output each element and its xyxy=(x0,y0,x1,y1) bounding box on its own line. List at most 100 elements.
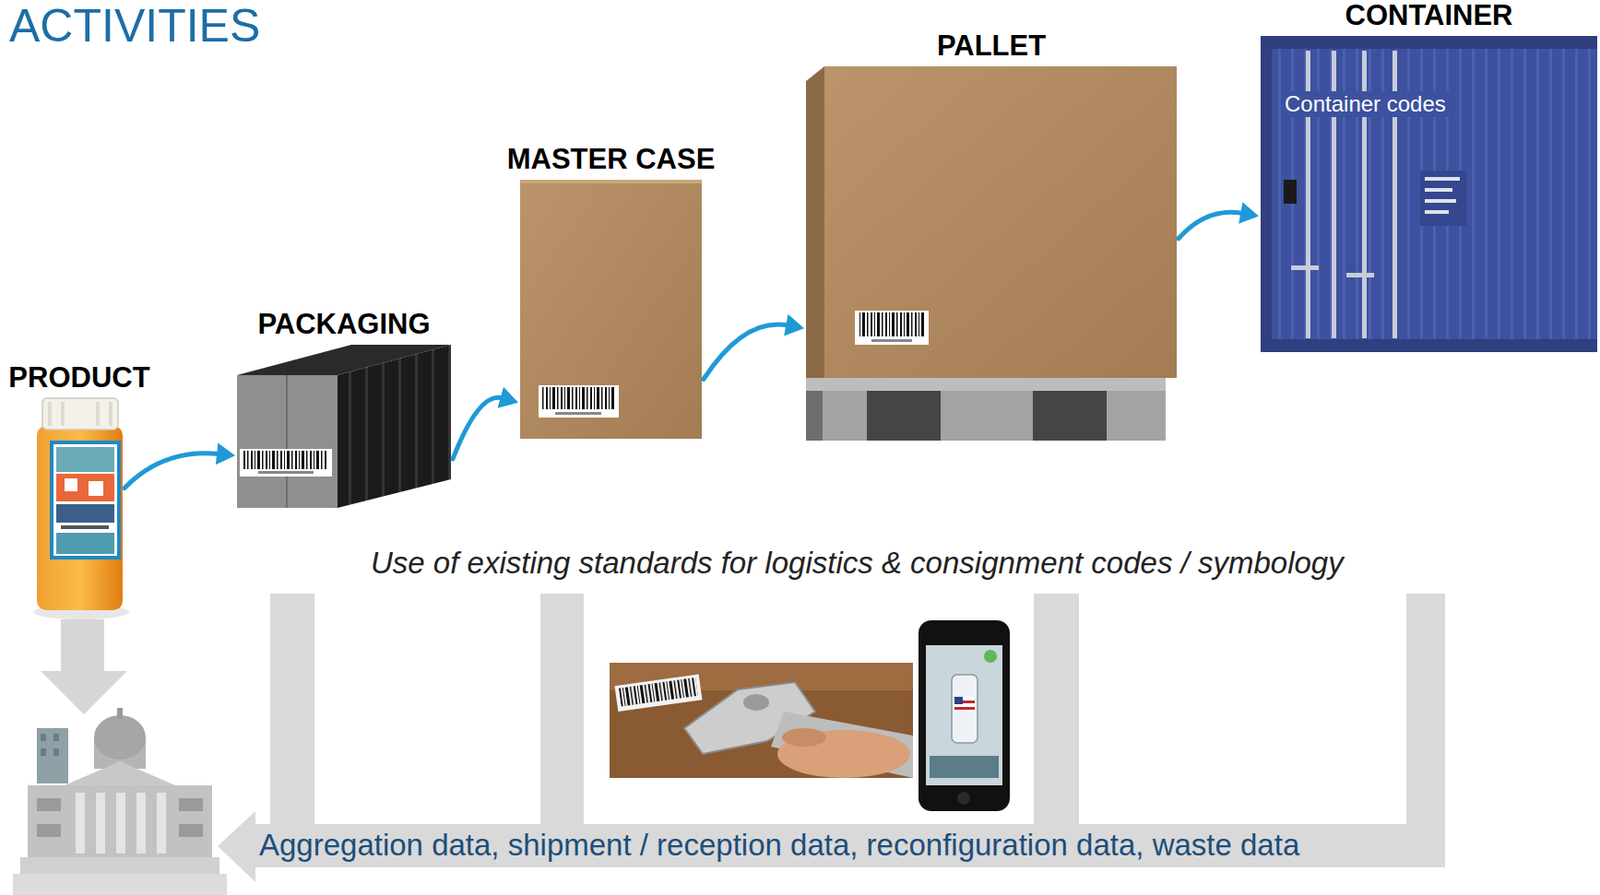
steps xyxy=(20,857,220,875)
label-pattern xyxy=(56,447,115,473)
case-face xyxy=(520,179,702,439)
window xyxy=(40,734,47,742)
photo-ground xyxy=(609,663,913,779)
bottle-cap xyxy=(42,398,119,430)
flow-arrow xyxy=(703,314,805,380)
master-case-node: MASTER CASE xyxy=(520,179,702,439)
label-code xyxy=(56,474,115,502)
container-frame xyxy=(1260,339,1598,353)
shipping-container xyxy=(1260,35,1598,353)
flow-arrow xyxy=(1178,201,1259,239)
barcode xyxy=(854,310,929,345)
master-case-box xyxy=(520,179,702,439)
column xyxy=(136,793,146,854)
flag-stripe xyxy=(954,707,975,711)
steps xyxy=(12,874,227,895)
column xyxy=(75,793,85,854)
pallet-deck xyxy=(805,378,1166,392)
container-frame xyxy=(1260,35,1272,353)
flow-line xyxy=(452,397,503,460)
phone-screen xyxy=(925,645,1003,786)
pallet-base xyxy=(805,378,1166,441)
pallet-opening xyxy=(1032,391,1107,441)
packaging-node: PACKAGING xyxy=(237,344,451,509)
flow-line xyxy=(1178,212,1243,239)
box-seam xyxy=(285,375,288,509)
node-heading: PRODUCT xyxy=(8,361,150,395)
pallet-opening xyxy=(866,391,941,441)
window xyxy=(178,824,203,838)
smartphone xyxy=(918,620,1010,812)
scanner-handle xyxy=(770,711,913,779)
dome xyxy=(94,715,146,760)
packaging-box xyxy=(237,344,451,509)
barcode xyxy=(239,449,332,477)
node-text: Container codes xyxy=(1281,91,1449,118)
page-title: ACTIVITIES xyxy=(9,1,261,51)
case-edge xyxy=(520,179,702,184)
down-arrow xyxy=(40,619,128,715)
flag-stripe xyxy=(962,700,975,704)
container-frame xyxy=(1260,35,1598,49)
check-badge xyxy=(983,650,997,664)
label-line xyxy=(60,525,109,530)
barcode-digits xyxy=(258,471,314,475)
thumb xyxy=(782,728,827,747)
column xyxy=(156,793,166,854)
container-node: CONTAINERContainer codes xyxy=(1260,35,1598,353)
barcode-bars xyxy=(858,312,925,337)
label-code xyxy=(56,504,115,523)
door-plate xyxy=(1283,179,1297,204)
barcode-bars xyxy=(542,387,616,410)
pill-bottle xyxy=(33,398,130,620)
flow-line xyxy=(124,453,219,489)
data-return-band xyxy=(217,593,1446,883)
band xyxy=(255,824,1446,868)
flow-arrow xyxy=(124,442,236,488)
node-heading: CONTAINER xyxy=(1345,0,1514,33)
spire xyxy=(117,708,123,720)
label-paper xyxy=(614,674,702,712)
barcode-bars xyxy=(243,450,329,470)
label-pattern xyxy=(56,533,115,555)
container-body xyxy=(1260,35,1598,353)
window xyxy=(53,748,60,757)
scanner-trigger xyxy=(743,694,770,712)
cap-ridge xyxy=(95,402,100,427)
marking-plate xyxy=(1420,170,1467,226)
flow-line xyxy=(703,324,788,380)
node-heading: PACKAGING xyxy=(257,308,430,342)
scanned-label xyxy=(614,674,702,712)
cap-ridge xyxy=(108,402,113,427)
marking xyxy=(1424,210,1449,214)
arrowhead xyxy=(215,442,236,465)
marking xyxy=(1424,199,1457,203)
pallet-node: PALLET xyxy=(805,66,1177,441)
window xyxy=(178,798,203,812)
window xyxy=(53,734,60,742)
window xyxy=(40,748,47,757)
arrowhead xyxy=(783,314,805,337)
bottle-body xyxy=(36,426,123,611)
arrowhead xyxy=(1238,201,1259,225)
phone-body xyxy=(918,620,1010,812)
screen-bottle xyxy=(951,675,978,744)
door-handle xyxy=(1291,265,1319,271)
barcode xyxy=(538,385,619,418)
annotation: Aggregation data, shipment / reception d… xyxy=(259,828,1300,864)
annotation: Use of existing standards for logistics … xyxy=(370,545,1344,581)
barcode-digits xyxy=(871,339,913,343)
cap-ridge xyxy=(60,402,65,427)
box-front xyxy=(237,375,338,509)
cap-ridge xyxy=(47,402,52,427)
door-handle xyxy=(1346,272,1375,278)
window xyxy=(36,824,61,838)
arrowhead xyxy=(497,387,519,409)
screen-bar xyxy=(929,756,999,779)
column xyxy=(95,793,106,854)
node-heading: PALLET xyxy=(936,29,1046,63)
band-arrowhead xyxy=(217,811,256,883)
box-side xyxy=(337,344,451,509)
